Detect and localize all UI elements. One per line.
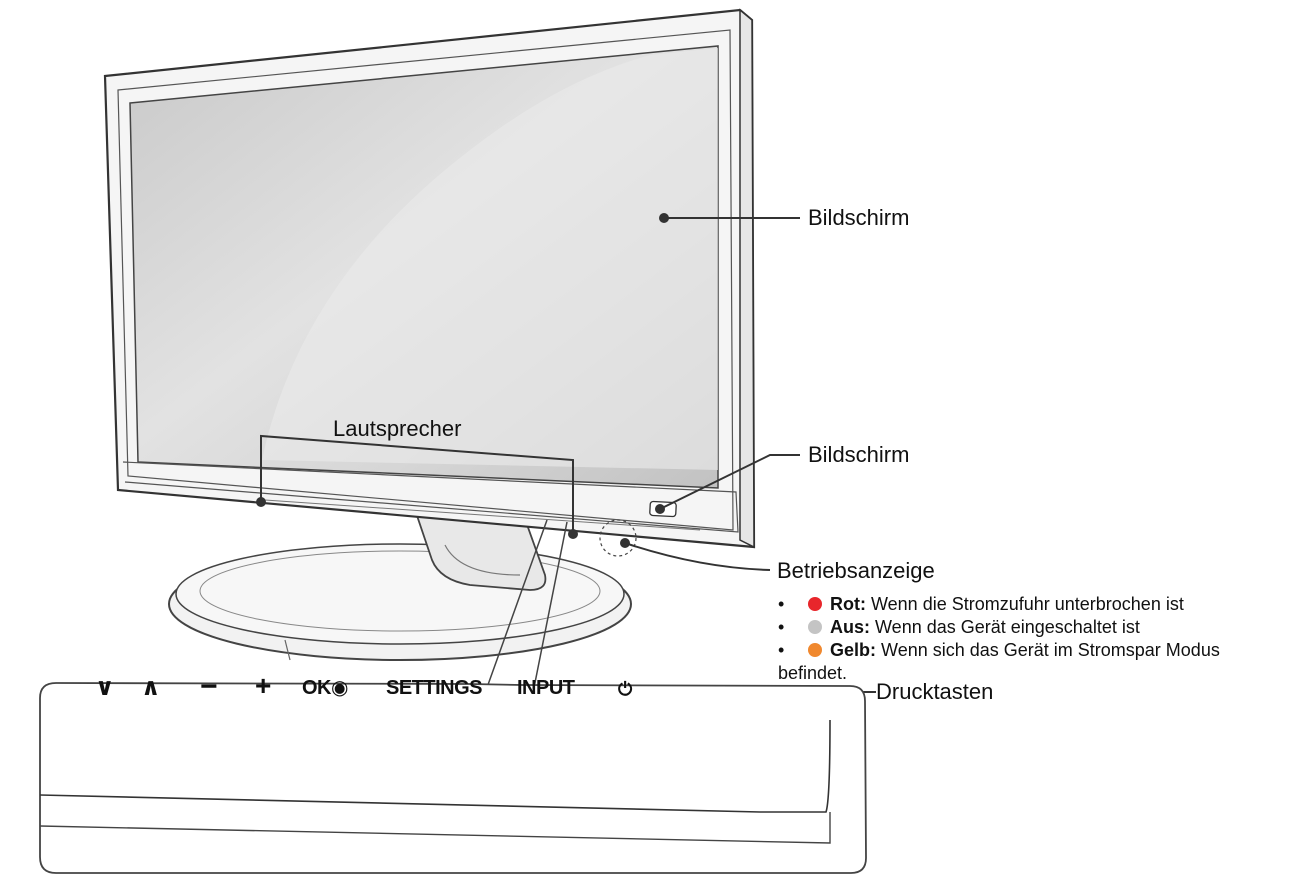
ok-button[interactable]: OK◉ [302, 677, 348, 699]
state-text: Wenn das Gerät eingeschaltet ist [875, 617, 1140, 637]
settings-button[interactable]: SETTINGS [386, 677, 483, 699]
state-name: Gelb: [830, 640, 877, 660]
indicator-state-off: • Aus: Wenn das Gerät eingeschaltet ist [778, 616, 1313, 639]
input-button[interactable]: INPUT [517, 677, 575, 699]
indicator-state-red: • Rot: Wenn die Stromzufuhr unterbrochen… [778, 593, 1313, 616]
stand-base [168, 543, 632, 661]
volume-down-button[interactable]: − [200, 670, 218, 703]
screen-lower-label: Bildschirm [808, 442, 910, 467]
state-name: Rot: [830, 594, 866, 614]
state-text: Wenn sich das Gerät im Stromspar Modus [881, 640, 1220, 660]
bullet-marker: • [778, 617, 785, 637]
state-text: Wenn die Stromzufuhr unterbrochen ist [871, 594, 1184, 614]
screen-label: Bildschirm [808, 205, 910, 230]
indicator-states-list: • Rot: Wenn die Stromzufuhr unterbrochen… [778, 593, 1313, 685]
state-name: Aus: [830, 617, 870, 637]
orange-led-icon [808, 643, 822, 657]
power-button[interactable]: ⏻ [618, 679, 632, 699]
red-led-icon [808, 597, 822, 611]
bullet-marker: • [778, 594, 785, 614]
channel-up-button[interactable]: ∧ [141, 674, 161, 701]
channel-down-button[interactable]: ∨ [95, 674, 115, 701]
buttons-label: Drucktasten [876, 679, 994, 704]
speaker-label: Lautsprecher [333, 416, 462, 441]
power-indicator-label: Betriebsanzeige [777, 558, 935, 583]
gray-led-icon [808, 620, 822, 634]
bullet-marker: • [778, 640, 785, 660]
volume-up-button[interactable]: + [255, 670, 271, 701]
indicator-state-yellow: • Gelb: Wenn sich das Gerät im Stromspar… [778, 639, 1313, 662]
indicator-state-yellow-continuation: befindet. [778, 663, 848, 683]
monitor-body [103, 8, 756, 557]
button-panel-detail [39, 682, 867, 874]
